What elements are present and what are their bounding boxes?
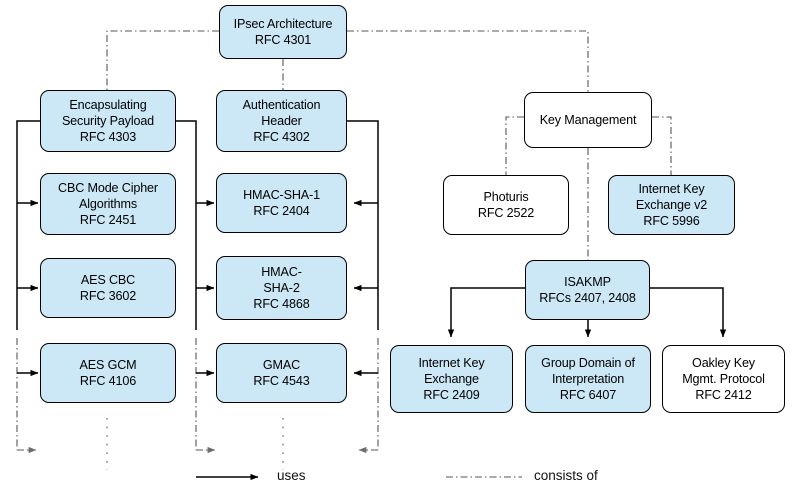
node-oakley-line2: Mgmt. Protocol: [682, 371, 765, 386]
node-group-domain-of-interpretation[interactable]: Group Domain of Interpretation RFC 6407: [525, 345, 651, 413]
node-ikev2-line2: Exchange v2: [635, 197, 708, 212]
node-cbc-line3: RFC 2451: [79, 213, 137, 228]
node-aes-cbc-line2: RFC 3602: [79, 289, 137, 303]
node-gdoi-line1: Group Domain of: [541, 355, 635, 370]
node-hmac-sha2-line1: HMAC-: [261, 264, 302, 279]
node-isakmp-line1: ISAKMP: [564, 274, 611, 289]
node-authentication-header[interactable]: Authentication Header RFC 4302: [216, 90, 347, 152]
uses-connectors: [16, 120, 727, 377]
edge-ah-bus-right: [347, 120, 379, 330]
node-hmac-sha-2[interactable]: HMAC- SHA-2 RFC 4868: [216, 256, 347, 320]
node-key-management[interactable]: Key Management: [524, 92, 652, 148]
edge-keymgmt-to-ikev2: [652, 116, 672, 175]
node-ikev2-line1: Internet Key: [638, 181, 705, 196]
node-aes-gcm[interactable]: AES GCM RFC 4106: [40, 343, 176, 403]
node-esp-line3: RFC 4303: [79, 130, 137, 145]
node-photuris[interactable]: Photuris RFC 2522: [443, 175, 569, 235]
node-aes-gcm-line1: AES GCM: [79, 357, 137, 372]
node-oakley-line3: RFC 2412: [695, 388, 752, 403]
node-isakmp-line2: RFCs 2407, 2408: [539, 291, 636, 305]
edge-esp-bus-right: [176, 120, 197, 330]
edge-ipsec-to-keymgmt: [347, 30, 589, 92]
node-hmac-sha1-line1: HMAC-SHA-1: [243, 187, 320, 202]
node-key-management-line1: Key Management: [539, 112, 637, 127]
node-aes-cbc-line1: AES CBC: [80, 272, 136, 287]
legend-consists-of-label: consists of: [534, 468, 598, 483]
node-ipsec-architecture-line1: IPsec Architecture: [233, 16, 333, 31]
legend-uses-label: uses: [277, 468, 306, 483]
node-gmac-line2: RFC 4543: [253, 374, 310, 388]
node-hmac-sha2-line2: SHA-2: [263, 280, 300, 295]
node-aes-gcm-line2: RFC 4106: [79, 374, 137, 388]
node-hmac-sha1-line2: RFC 2404: [253, 204, 310, 218]
node-oakley-key-mgmt-protocol[interactable]: Oakley Key Mgmt. Protocol RFC 2412: [662, 345, 785, 413]
node-photuris-line2: RFC 2522: [477, 206, 535, 220]
edge-isakmp-bus-right: [650, 287, 727, 338]
node-hmac-sha2-line3: RFC 4868: [253, 297, 310, 312]
node-esp-line2: Security Payload: [61, 113, 155, 128]
node-gmac[interactable]: GMAC RFC 4543: [216, 343, 347, 403]
node-ah-line3: RFC 4302: [253, 130, 310, 145]
node-internet-key-exchange[interactable]: Internet Key Exchange RFC 2409: [390, 345, 513, 413]
node-esp-line1: Encapsulating: [69, 97, 147, 112]
node-ike-line3: RFC 2409: [423, 388, 480, 403]
node-encapsulating-security-payload[interactable]: Encapsulating Security Payload RFC 4303: [40, 90, 176, 152]
node-photuris-line1: Photuris: [483, 189, 529, 204]
node-oakley-line1: Oakley Key: [692, 355, 755, 370]
node-ikev2-line3: RFC 5996: [643, 214, 700, 229]
edge-esp-bus-left: [16, 120, 40, 330]
edge-keymgmt-to-photuris: [505, 116, 524, 175]
node-hmac-sha-1[interactable]: HMAC-SHA-1 RFC 2404: [216, 173, 347, 233]
node-ipsec-architecture-line2: RFC 4301: [254, 33, 312, 47]
node-ike-line2: Exchange: [424, 371, 479, 386]
node-gdoi-line3: RFC 6407: [559, 388, 617, 403]
node-ah-line2: Header: [261, 113, 302, 128]
node-internet-key-exchange-v2[interactable]: Internet Key Exchange v2 RFC 5996: [608, 175, 735, 235]
node-cbc-mode-cipher-algorithms[interactable]: CBC Mode Cipher Algorithms RFC 2451: [40, 173, 176, 235]
edge-isakmp-bus-left: [447, 287, 525, 338]
node-ipsec-architecture[interactable]: IPsec Architecture RFC 4301: [219, 5, 347, 59]
node-aes-cbc[interactable]: AES CBC RFC 3602: [40, 258, 176, 318]
node-gmac-line1: GMAC: [262, 357, 301, 372]
node-cbc-line2: Algorithms: [79, 196, 137, 211]
edge-ipsec-to-esp: [106, 30, 219, 90]
node-ike-line1: Internet Key: [418, 355, 485, 370]
node-cbc-line1: CBC Mode Cipher: [58, 180, 158, 195]
node-ah-line1: Authentication: [242, 97, 321, 112]
node-isakmp[interactable]: ISAKMP RFCs 2407, 2408: [525, 260, 650, 320]
consists-of-connectors: [16, 30, 672, 470]
node-gdoi-line2: Interpretation: [551, 371, 625, 386]
